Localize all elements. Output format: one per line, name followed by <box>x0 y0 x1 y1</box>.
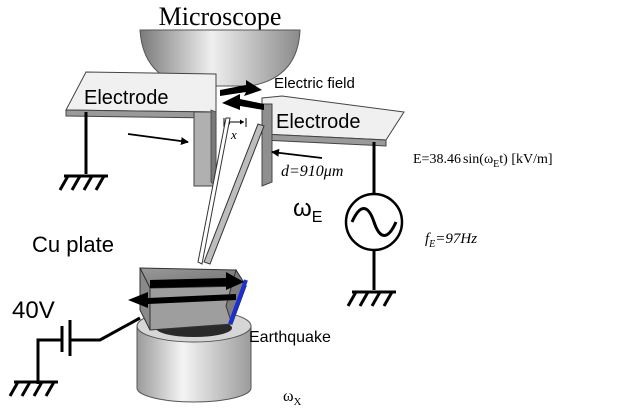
ac-source-icon <box>344 192 404 252</box>
electrode-left-label: Electrode <box>84 87 169 109</box>
frequency-label: fE=97Hz <box>425 231 477 250</box>
ground-icon <box>346 290 396 307</box>
cu-plate-label: Cu plate <box>32 232 114 257</box>
omega-e-symbol: ω <box>293 195 312 222</box>
voltage-label: 40V <box>12 297 55 324</box>
omega-x-symbol: ω <box>283 388 294 405</box>
gap-x-label: x <box>230 127 237 142</box>
omega-x-subscript: X <box>294 396 302 408</box>
earthquake-label: Earthquake <box>249 329 331 346</box>
omega-e-label: ωE <box>293 195 322 226</box>
electrode-left <box>65 71 217 187</box>
equation-suffix: t) [kV/m] <box>499 152 552 167</box>
omega-e-subscript: E <box>312 209 323 226</box>
freq-subscript: E <box>428 239 435 250</box>
earthquake-arrows <box>128 272 244 308</box>
left-pointer-arrow <box>127 133 189 146</box>
dc-wire-left <box>36 338 62 384</box>
equation-subscript: E <box>493 159 499 170</box>
equation-prefix: E=38.46 <box>413 152 461 167</box>
microscope-title: Microscope <box>159 2 282 31</box>
electric-field-label: Electric field <box>274 75 355 92</box>
right-pointer-arrow <box>271 148 323 159</box>
electrode-right-label: Electrode <box>276 111 361 133</box>
electric-field-arrows <box>220 80 264 110</box>
distance-label: d=910μm <box>281 163 343 180</box>
equation-sin: sin(ω <box>463 152 493 167</box>
capacitor-icon <box>60 320 72 356</box>
blue-edge <box>228 279 248 325</box>
electrode-right <box>261 95 405 187</box>
omega-x-label: ωX <box>283 388 302 408</box>
ground-icon <box>58 174 108 191</box>
freq-value: =97Hz <box>435 231 477 247</box>
dc-wire-right <box>70 316 141 342</box>
ground-icon <box>8 380 58 397</box>
freq-f: f <box>425 231 431 247</box>
fiber-strands <box>197 117 265 265</box>
